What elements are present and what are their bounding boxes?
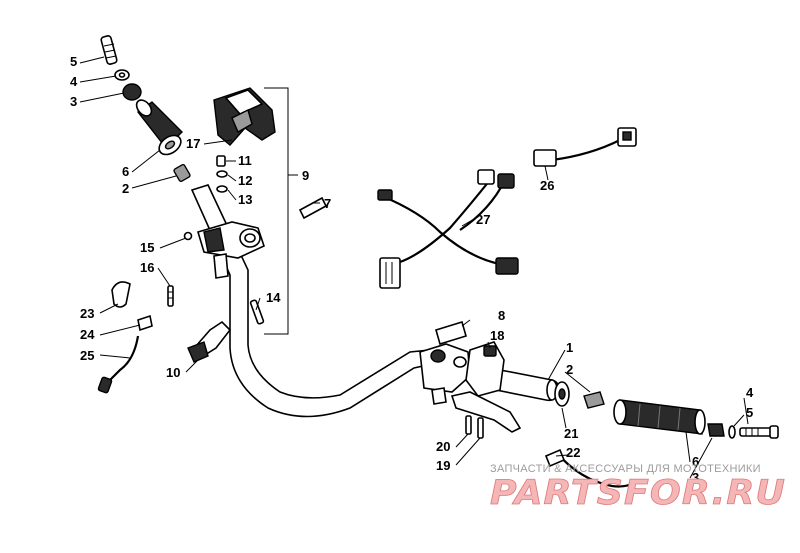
bolt-20 bbox=[465, 415, 472, 435]
callout-11: 11 bbox=[238, 153, 252, 168]
screw-14 bbox=[249, 299, 265, 325]
callout-27: 27 bbox=[476, 212, 490, 227]
washer-12 bbox=[216, 170, 228, 178]
grip-sleeve-2-right bbox=[583, 391, 605, 409]
end-weight-3-left bbox=[122, 83, 142, 101]
callout-4-right: 4 bbox=[746, 385, 754, 400]
callout-20: 20 bbox=[436, 439, 450, 454]
grip-6-left bbox=[135, 99, 183, 156]
switch-18 bbox=[465, 341, 505, 397]
watermark-caption: ЗАПЧАСТИ & АКСЕССУАРЫ ДЛЯ МОТОТЕХНИКИ bbox=[490, 463, 761, 475]
bolt-5-right bbox=[739, 425, 779, 439]
callout-1: 1 bbox=[566, 340, 573, 355]
callout-26: 26 bbox=[540, 178, 554, 193]
callout-6-right: 6 bbox=[692, 454, 699, 469]
leader-lines bbox=[79, 56, 749, 479]
callout-16: 16 bbox=[140, 260, 154, 275]
harness-26 bbox=[533, 127, 637, 167]
watermark-brand: PARTSFOR.RU bbox=[490, 473, 786, 513]
callout-5-right: 5 bbox=[746, 405, 753, 420]
group-bracket-9 bbox=[264, 87, 298, 335]
grip-6-right bbox=[613, 399, 706, 435]
watermark: ЗАПЧАСТИ & АКСЕССУАРЫ ДЛЯ МОТОТЕХНИКИ PA… bbox=[490, 463, 786, 513]
boot-23 bbox=[111, 281, 131, 308]
harness-27 bbox=[377, 169, 519, 289]
washer-4-left bbox=[114, 69, 130, 81]
screw-16 bbox=[167, 285, 174, 307]
screw-11 bbox=[216, 155, 226, 167]
callout-21: 21 bbox=[564, 426, 578, 441]
callout-4-left: 4 bbox=[70, 74, 78, 89]
gasket-7 bbox=[298, 196, 328, 220]
callout-18: 18 bbox=[490, 328, 504, 343]
end-weight-3-right bbox=[707, 423, 725, 437]
heater-element-22 bbox=[544, 448, 637, 488]
washer-24 bbox=[137, 314, 153, 332]
callout-9: 9 bbox=[302, 168, 309, 183]
handlebar bbox=[190, 184, 433, 418]
callout-6-left: 6 bbox=[122, 164, 129, 179]
callout-5-left: 5 bbox=[70, 54, 77, 69]
label-8 bbox=[435, 320, 467, 346]
washer-21 bbox=[554, 381, 570, 407]
callout-22: 22 bbox=[566, 445, 580, 460]
throttle-cover-17 bbox=[213, 87, 276, 146]
callout-3-left: 3 bbox=[70, 94, 77, 109]
callout-24: 24 bbox=[80, 327, 95, 342]
grip-sleeve-2-left bbox=[173, 163, 191, 183]
callout-numbers: 5 4 3 6 2 17 11 12 13 9 7 15 16 14 23 24… bbox=[70, 54, 754, 485]
callout-23: 23 bbox=[80, 306, 94, 321]
washer-13 bbox=[216, 185, 228, 193]
throttle-housing bbox=[197, 221, 265, 279]
throttle-lever-10 bbox=[187, 320, 232, 363]
callout-7: 7 bbox=[324, 196, 331, 211]
callout-10: 10 bbox=[166, 365, 180, 380]
callout-25: 25 bbox=[80, 348, 94, 363]
brake-lever bbox=[450, 391, 522, 433]
callout-2-right: 2 bbox=[566, 362, 573, 377]
callout-15: 15 bbox=[140, 240, 154, 255]
callout-19: 19 bbox=[436, 458, 450, 473]
callout-12: 12 bbox=[238, 173, 252, 188]
bolt-5-left bbox=[100, 35, 118, 65]
callout-14: 14 bbox=[266, 290, 281, 305]
callout-13: 13 bbox=[238, 192, 252, 207]
callout-17: 17 bbox=[186, 136, 200, 151]
cable-25 bbox=[97, 335, 140, 394]
bolt-19 bbox=[477, 417, 484, 439]
callout-3-right: 3 bbox=[692, 470, 699, 485]
washer-4-right bbox=[728, 425, 736, 439]
brake-master-cylinder bbox=[419, 343, 471, 405]
callout-2-left: 2 bbox=[122, 181, 129, 196]
screw-15 bbox=[183, 231, 193, 241]
callout-8: 8 bbox=[498, 308, 505, 323]
